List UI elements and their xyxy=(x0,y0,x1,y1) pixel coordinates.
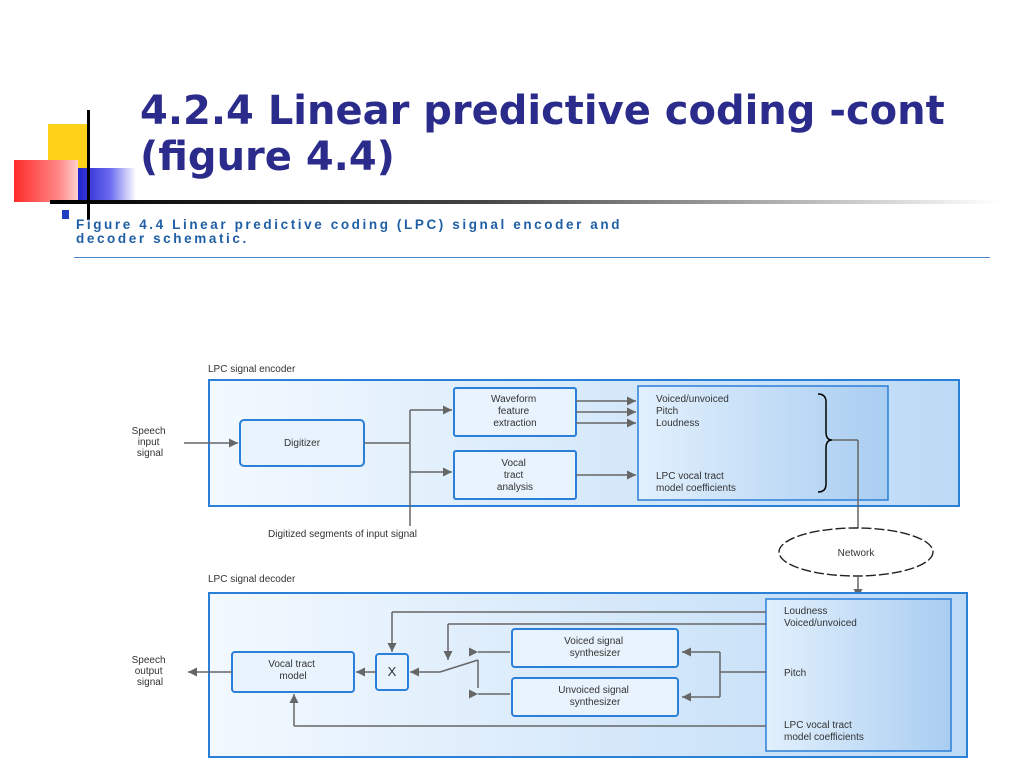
dec-loudness: Loudness xyxy=(784,606,827,617)
dec-pitch: Pitch xyxy=(784,668,806,679)
encoder-label: LPC signal encoder xyxy=(208,364,296,375)
caption-bullet xyxy=(62,210,69,219)
voiced-synth-box xyxy=(511,628,679,668)
speech-input-label: Speech input signal xyxy=(132,426,169,459)
encoder-output-panel xyxy=(637,385,889,501)
dec-coeffs: LPC vocal tract model coefficients xyxy=(784,720,864,743)
enc-loudness: Loudness xyxy=(656,418,699,429)
title-underline xyxy=(50,200,1000,204)
decoder-input-panel xyxy=(765,598,952,752)
figure-caption: Figure 4.4 Linear predictive coding (LPC… xyxy=(76,218,986,246)
enc-pitch: Pitch xyxy=(656,406,678,417)
network-cloud xyxy=(778,527,934,577)
waveform-extraction-label: Waveform feature extraction xyxy=(491,394,539,429)
digitized-segments-label: Digitized segments of input signal xyxy=(268,529,417,540)
slide-title-line2: (figure 4.4) xyxy=(140,134,395,180)
slide-title-line1: 4.2.4 Linear predictive coding -cont xyxy=(140,88,945,134)
dec-voiced-unvoiced: Voiced/unvoiced xyxy=(784,618,857,629)
decor-red-square xyxy=(14,160,78,202)
vocal-tract-analysis-label: Vocal tract analysis xyxy=(497,458,533,493)
caption-rule xyxy=(74,257,990,258)
figure-caption-line1: Figure 4.4 Linear predictive coding (LPC… xyxy=(76,217,623,232)
unvoiced-synth-label: Unvoiced signal synthesizer xyxy=(558,685,631,708)
decor-vertical-line xyxy=(87,110,90,220)
network-label: Network xyxy=(838,548,876,559)
enc-voiced-unvoiced: Voiced/unvoiced xyxy=(656,394,729,405)
unvoiced-synth-box xyxy=(511,677,679,717)
decoder-label: LPC signal decoder xyxy=(208,574,296,585)
digitizer-label: Digitizer xyxy=(284,438,321,449)
enc-coeffs: LPC vocal tract model coefficients xyxy=(656,471,736,494)
voiced-synth-label: Voiced signal synthesizer xyxy=(564,636,626,659)
figure-caption-line2: decoder schematic. xyxy=(76,231,249,246)
multiplier-label: X xyxy=(388,664,397,679)
speech-output-label: Speech output signal xyxy=(132,655,169,688)
slide-title: 4.2.4 Linear predictive coding -cont (fi… xyxy=(140,88,1000,180)
vocal-tract-model-label: Vocal tract model xyxy=(268,659,317,682)
